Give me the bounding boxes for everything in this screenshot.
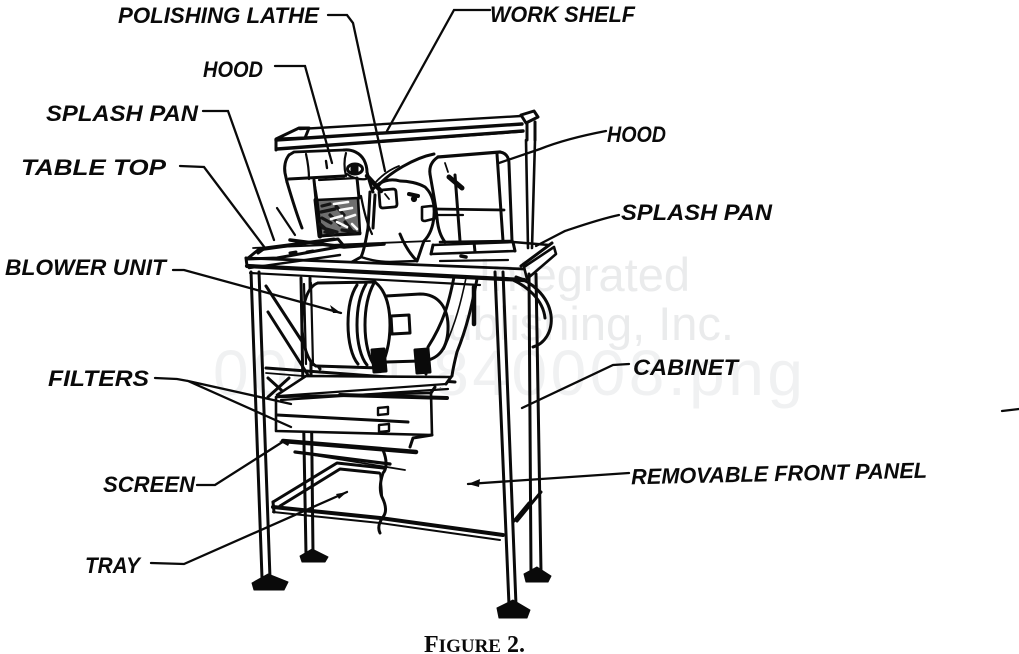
svg-text:SPLASH PAN: SPLASH PAN: [46, 101, 199, 126]
svg-text:BLOWER UNIT: BLOWER UNIT: [5, 255, 168, 280]
svg-text:Integrated: Integrated: [478, 248, 690, 301]
svg-text:FIGURE 2.: FIGURE 2.: [424, 632, 525, 654]
svg-text:WORK SHELF: WORK SHELF: [490, 2, 636, 27]
svg-text:HOOD: HOOD: [203, 57, 263, 82]
svg-text:HOOD: HOOD: [607, 122, 666, 147]
svg-text:Publishing, Inc.: Publishing, Inc.: [415, 297, 734, 350]
svg-text:SPLASH PAN: SPLASH PAN: [621, 200, 773, 225]
svg-text:REMOVABLE FRONT PANEL: REMOVABLE FRONT PANEL: [631, 458, 927, 490]
svg-text:TRAY: TRAY: [85, 553, 142, 578]
svg-text:SCREEN: SCREEN: [103, 472, 196, 497]
svg-text:TABLE TOP: TABLE TOP: [21, 155, 166, 180]
svg-text:POLISHING LATHE: POLISHING LATHE: [118, 3, 320, 28]
svg-text:FILTERS: FILTERS: [48, 366, 149, 391]
svg-text:CABINET: CABINET: [633, 355, 740, 380]
